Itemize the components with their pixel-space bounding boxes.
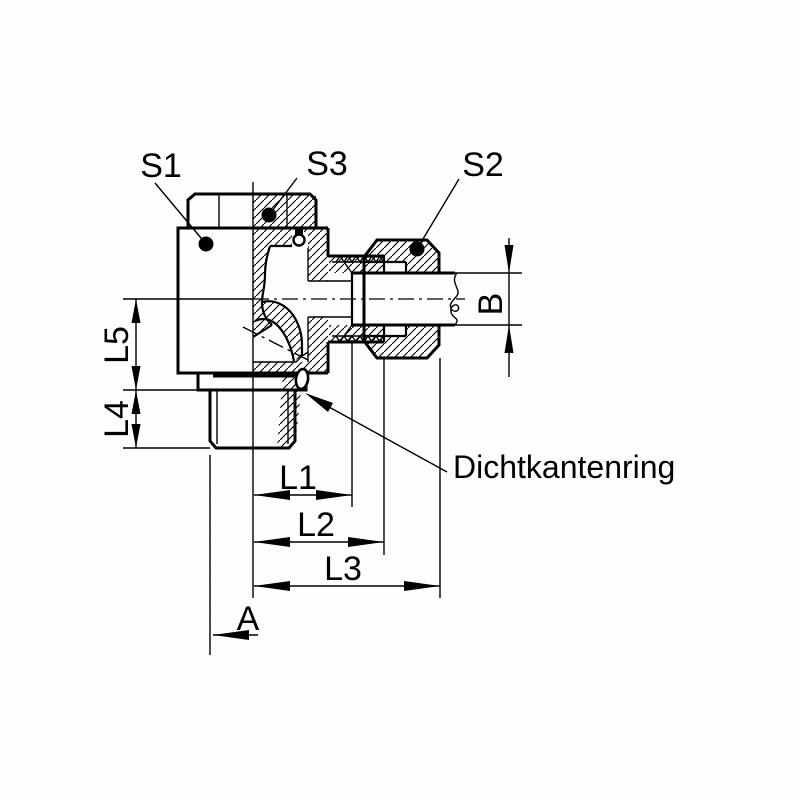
washer-seal-band: [213, 373, 303, 378]
leader-line-seal-ring: [328, 406, 448, 473]
arrowhead-l2-right: [348, 537, 384, 547]
arrowhead-l1-left: [254, 490, 290, 500]
cavity-bottom-edge: [252, 324, 273, 338]
dimension-l1: L1: [254, 340, 353, 507]
body-bottom-step: [253, 351, 309, 363]
nut-inner-step-bottom: [364, 326, 408, 338]
callout-s3: S3: [261, 145, 348, 223]
nut-outline-bottom: [362, 325, 441, 360]
callouts: S1 S3 S2 Dichtkantenring: [140, 145, 675, 485]
nut-bottom-hatch: [364, 326, 439, 357]
body-right-column-top-hatch: [308, 256, 328, 281]
arrowhead-l1-right: [316, 490, 352, 500]
seal-edge-ring: [294, 367, 310, 391]
dim-label-l3: L3: [324, 550, 362, 588]
dimension-b: B: [472, 238, 514, 377]
body-right-column-bottom-hatch: [308, 317, 328, 373]
arrowhead-l2-left: [254, 537, 290, 547]
fitting-body: [176, 192, 330, 450]
section-hatching: [253, 194, 439, 447]
cavity-wall-left: [260, 245, 273, 326]
seal-cone-upper-edge: [261, 300, 304, 356]
dimension-l3: L3: [254, 358, 441, 598]
arrowhead-l3-left: [254, 581, 290, 591]
arrowhead-l5-top: [131, 299, 141, 323]
oring-groove-corner: [295, 229, 303, 235]
stud-outline: [208, 390, 297, 450]
dimension-a: A: [209, 455, 260, 655]
dimension-l5: L5: [98, 299, 141, 390]
oring-seal: [292, 233, 306, 247]
arrowhead-l4-bottom: [131, 424, 141, 448]
callout-label-s3: S3: [306, 145, 348, 183]
leader-line-s3: [268, 177, 298, 216]
arrowhead-l5-bottom: [131, 366, 141, 390]
cutting-ring-top: [342, 261, 353, 274]
arrowhead-b-bottom: [504, 325, 514, 353]
leader-dot-s1: [198, 236, 214, 252]
leader-dot-s3: [261, 207, 277, 223]
callout-label-s1: S1: [140, 147, 182, 185]
callout-seal-ring: Dichtkantenring: [305, 393, 675, 485]
dimensions: L5 L4 B L1: [98, 238, 514, 655]
callout-s1: S1: [140, 147, 214, 252]
dim-label-b: B: [472, 293, 510, 316]
dimension-l4: L4: [98, 389, 210, 449]
leader-dot-s2: [409, 241, 425, 257]
arrowhead-l3-right: [404, 581, 440, 591]
dim-label-a: A: [237, 600, 260, 638]
callout-label-seal-ring: Dichtkantenring: [453, 449, 675, 485]
hex-head-outline: [186, 192, 318, 228]
dim-label-l2: L2: [297, 506, 335, 544]
body-bottom-strip-hatch: [253, 362, 308, 373]
side-port: [308, 238, 522, 360]
leader-line-s2: [416, 178, 460, 250]
callout-label-s2: S2: [462, 146, 504, 184]
leader-line-s1: [154, 182, 207, 245]
cutting-ring-bottom: [342, 324, 353, 337]
nut-outline-top: [362, 238, 441, 273]
callout-s2: S2: [409, 146, 504, 257]
arrowhead-b-top: [504, 245, 514, 273]
dim-label-l1: L1: [279, 459, 317, 497]
cone-axis-centerline: [242, 326, 309, 361]
nut-inner-step-top: [364, 260, 408, 273]
arrowhead-l4-top: [131, 390, 141, 414]
dim-label-l4: L4: [98, 400, 136, 438]
arrowhead-a-left: [213, 630, 249, 640]
leader-arrowhead-seal-ring: [305, 393, 333, 412]
hex-head-section-hatch: [253, 194, 316, 228]
dim-label-l5: L5: [98, 326, 136, 364]
tube-break-line: [449, 272, 460, 326]
seal-cone-lower-edge: [254, 317, 296, 362]
dimension-l2: L2: [254, 358, 385, 555]
